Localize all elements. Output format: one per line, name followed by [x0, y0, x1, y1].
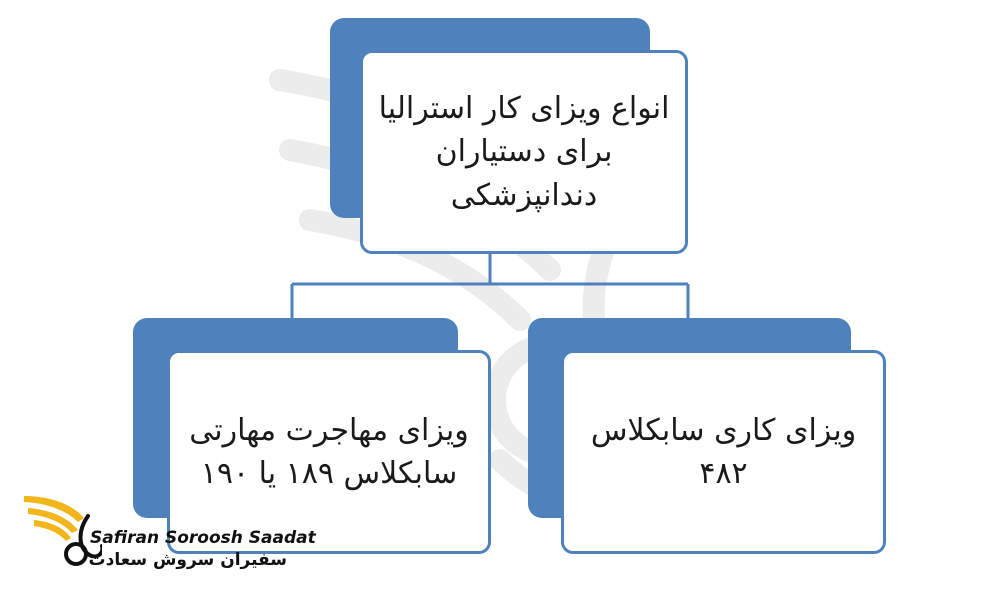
- skilled-migration-visa-node: ویزای مهاجرت مهارتی سابکلاس ۱۸۹ یا ۱۹۰: [133, 318, 491, 554]
- skilled-migration-visa-box: ویزای مهاجرت مهارتی سابکلاس ۱۸۹ یا ۱۹۰: [167, 350, 491, 554]
- root-node-line-3: دندانپزشکی: [450, 177, 598, 213]
- work-visa-box: ویزای کاری سابکلاس ۴۸۲: [561, 350, 886, 554]
- skilled-migration-visa-line-1: ویزای مهاجرت مهارتی: [189, 412, 469, 448]
- company-logo: Safiran Soroosh Saadat سفیران سروش سعادت: [22, 490, 316, 580]
- logo-farsi-text: سفیران سروش سعادت: [88, 550, 287, 570]
- wing-logo-icon: [24, 496, 102, 566]
- root-node: انواع ویزای کار استرالیا برای دستیاران د…: [330, 18, 688, 254]
- work-visa-line-2: ۴۸۲: [699, 456, 748, 491]
- root-node-line-2: برای دستیاران: [435, 134, 613, 170]
- work-visa-node: ویزای کاری سابکلاس ۴۸۲: [528, 318, 886, 554]
- logo-latin-text: Safiran Soroosh Saadat: [90, 528, 316, 548]
- skilled-migration-visa-line-2: سابکلاس ۱۸۹ یا ۱۹۰: [200, 456, 458, 491]
- work-visa-line-1: ویزای کاری سابکلاس: [590, 412, 857, 448]
- root-node-line-1: انواع ویزای کار استرالیا: [378, 90, 670, 126]
- root-node-box: انواع ویزای کار استرالیا برای دستیاران د…: [360, 50, 688, 254]
